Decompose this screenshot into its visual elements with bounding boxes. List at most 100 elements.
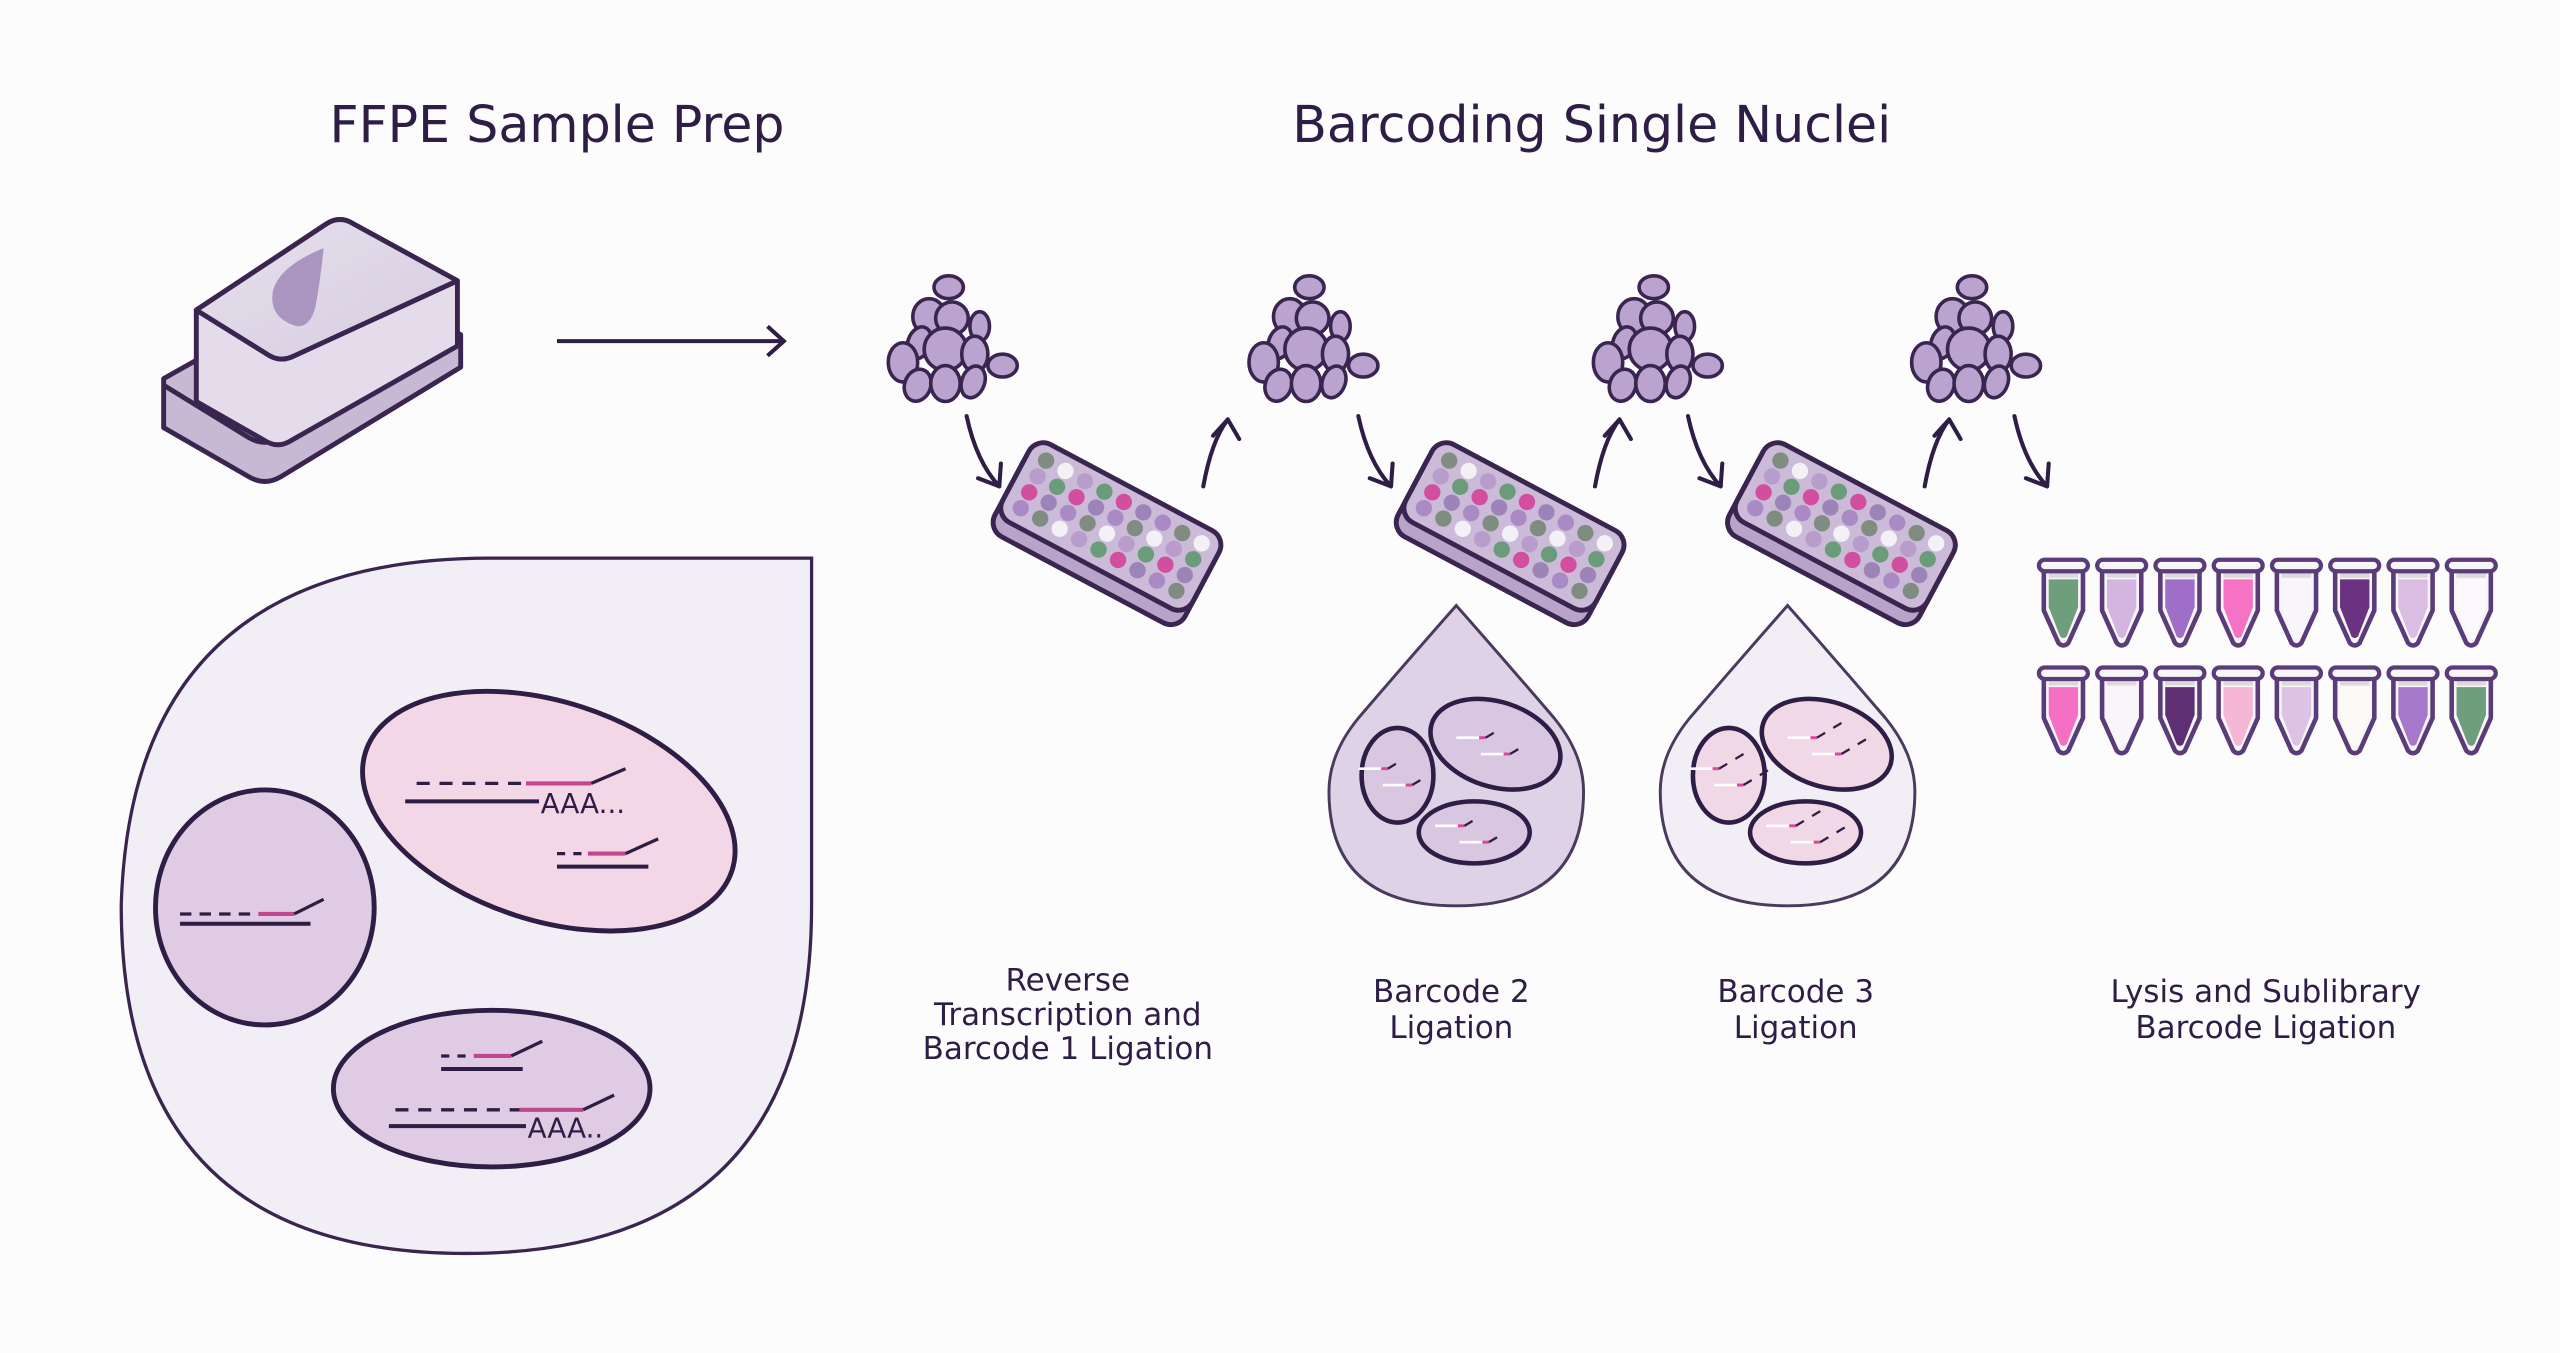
well [1568,540,1586,558]
well [1802,488,1820,506]
well [1126,520,1144,537]
nucleus [2009,352,2043,379]
tube-liquid [2165,687,2195,746]
step-label-line: Ligation [1389,1010,1513,1046]
well [1579,566,1597,584]
tube-liquid [2456,579,2486,639]
well [1154,514,1171,531]
well [1193,535,1210,552]
title-barcoding: Barcoding Single Nuclei [1292,95,1891,154]
tube-icon [2211,665,2265,756]
nucleus [986,352,1020,379]
well [1883,572,1900,589]
well [1435,510,1452,527]
tube-liquid [2398,579,2428,639]
step-label-1: Reverse Transcription and Barcode 1 Liga… [923,963,1213,1068]
nucleus [932,274,966,301]
tube-liquid [2340,579,2370,639]
well [1471,488,1488,506]
well [1096,483,1113,500]
well [1596,535,1613,552]
well [1098,525,1116,542]
well [1861,520,1878,537]
nucleus [360,688,738,934]
transcript [441,1039,543,1072]
tube-icon [2036,557,2091,648]
tube-liquid [2165,579,2195,639]
nucleus [1416,799,1532,866]
nucleus [1747,799,1864,866]
nuclei-cluster-icon [1909,274,2043,404]
well [1869,504,1886,521]
tube-liquid [2398,687,2428,746]
well [1135,504,1152,521]
well [1107,509,1124,527]
well [1833,525,1850,542]
well [1185,551,1202,568]
well [1057,462,1074,480]
well [1079,515,1096,532]
well [1012,500,1029,517]
tube-liquid [2223,579,2253,639]
well [1460,462,1477,480]
well [1747,500,1764,517]
nucleus [928,363,962,404]
well [1763,468,1781,485]
well [1822,499,1839,516]
tube-liquid [2048,687,2079,746]
well [1048,478,1066,495]
well [1463,504,1480,522]
tube-icon [2444,665,2498,756]
title-sample-prep: FFPE Sample Prep [330,95,785,154]
well [1474,531,1491,548]
well [1844,551,1861,569]
well [1454,520,1471,538]
nucleus [153,787,377,1028]
tube-icon [2269,665,2324,756]
nucleus [1633,363,1667,404]
well [1540,546,1558,563]
well [1911,566,1928,584]
well [1109,551,1127,569]
well [1021,484,1038,501]
well [1087,499,1105,516]
well [1051,520,1068,538]
tube-icon [2153,557,2207,648]
nucleus [1289,363,1323,404]
nucleus [1428,696,1563,792]
well-plate-icon [1725,440,1958,628]
nuclei-cluster-icon [1247,274,1380,404]
transcript: AAA... [405,767,627,820]
well [1830,483,1848,500]
well [1577,524,1594,542]
well [1880,530,1897,547]
well [1805,531,1822,548]
well [1176,566,1193,584]
nucleus [1319,364,1348,400]
well [1501,525,1519,542]
curved-arrow-icon [2012,414,2051,489]
transcript: AAA.. [388,1093,615,1145]
well [1165,540,1182,558]
well [1059,504,1077,522]
nuclei-cluster-icon [886,274,1020,404]
nucleus [959,364,988,400]
well [1493,541,1510,558]
well [1441,452,1458,469]
well [1783,478,1800,495]
tissue-block-icon [161,217,464,484]
well [1146,530,1163,547]
nucleus [1346,352,1380,379]
well [1443,494,1460,511]
well [1115,493,1133,511]
well [1499,483,1516,500]
nucleus [1359,725,1436,825]
nucleus [1664,364,1693,400]
well [1571,582,1588,600]
tube-liquid [2106,579,2137,639]
nucleus [1637,274,1671,301]
curved-arrow-icon [964,414,1003,489]
step-label-3: Barcode 3 Ligation [1717,974,1874,1046]
polya-label: AAA... [541,787,625,820]
tube-icon [2211,557,2265,648]
